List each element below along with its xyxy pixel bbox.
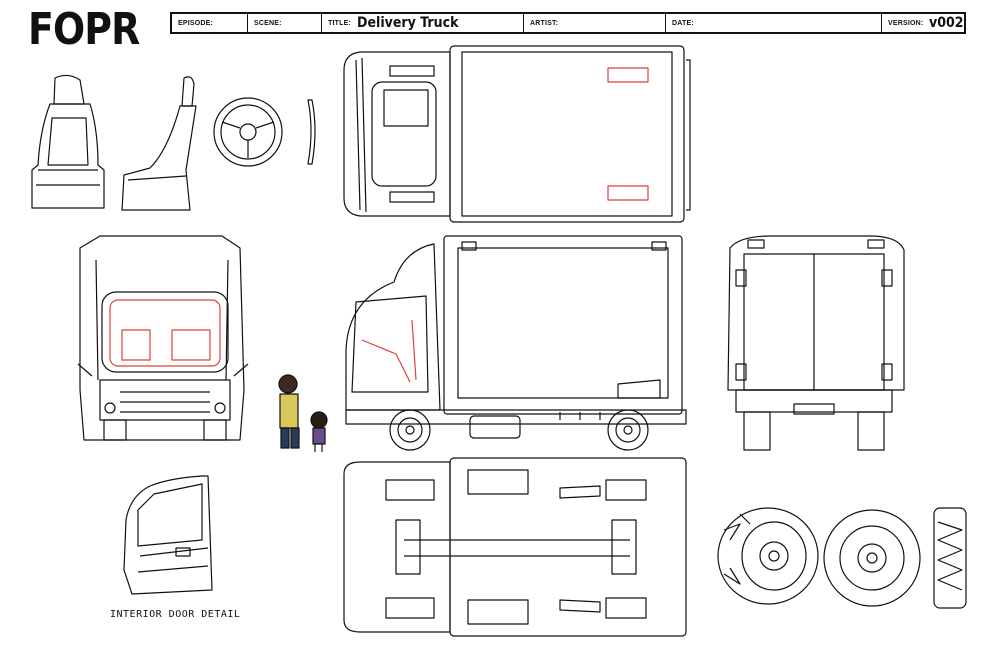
episode-cell: EPISODE: xyxy=(172,14,248,32)
title-value: Delivery Truck xyxy=(356,15,459,31)
title-block: EPISODE: SCENE: TITLE: Delivery Truck AR… xyxy=(170,12,966,34)
truck-bottom-view xyxy=(343,457,687,637)
scene-label: SCENE: xyxy=(254,19,282,27)
date-cell: DATE: xyxy=(666,14,882,32)
steering-wheel xyxy=(213,97,316,167)
date-label: DATE: xyxy=(672,19,694,27)
artist-label: ARTIST: xyxy=(530,19,559,27)
truck-rear-view xyxy=(727,235,905,451)
interior-door-drawing xyxy=(123,475,213,595)
truck-top-view xyxy=(343,45,691,223)
seat-front-view xyxy=(31,74,105,209)
version-value: v002 xyxy=(929,15,964,31)
door-detail-caption: INTERIOR DOOR DETAIL xyxy=(110,609,241,620)
character-scale-reference xyxy=(278,374,328,452)
studio-logo: FOPR xyxy=(28,4,140,55)
episode-label: EPISODE: xyxy=(178,19,214,27)
version-label: VERSION: xyxy=(888,19,924,27)
truck-front-view xyxy=(77,235,249,441)
artist-cell: ARTIST: xyxy=(524,14,666,32)
seat-side-view xyxy=(121,76,197,211)
title-cell: TITLE: Delivery Truck xyxy=(322,14,524,32)
version-cell: VERSION: v002 xyxy=(882,14,964,32)
scene-cell: SCENE: xyxy=(248,14,322,32)
tire-views xyxy=(717,507,967,609)
truck-side-view xyxy=(345,235,687,451)
title-label: TITLE: xyxy=(328,19,351,27)
